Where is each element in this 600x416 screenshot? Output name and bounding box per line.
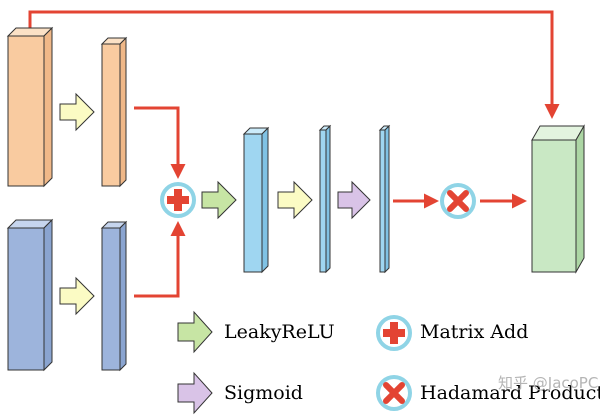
orange-to-add-arrow <box>134 106 186 179</box>
yellow-arrow-icon <box>59 92 95 132</box>
legend: LeakyReLU Sigmoid Matrix Add Hadamard Pr… <box>177 310 600 415</box>
cyan-feature-block <box>242 126 270 274</box>
watermark: 知乎 @JacoPC <box>498 374 598 392</box>
x-circle-icon <box>376 375 412 411</box>
blue-input-block <box>6 218 54 372</box>
yellow-arrow-icon <box>277 180 313 220</box>
leaky-relu-legend-icon <box>177 310 213 354</box>
blue-reduced-block <box>100 220 128 372</box>
hadamard-operator <box>440 183 476 219</box>
sigmoid-arrow-icon <box>337 180 371 220</box>
legend-leaky-relu-label: LeakyReLU <box>224 321 335 343</box>
orange-reduced-block <box>100 36 128 188</box>
orange-input-block <box>6 26 54 188</box>
leaky-relu-arrow-icon <box>201 180 237 220</box>
plus-circle-icon <box>376 315 412 351</box>
yellow-arrow-icon <box>59 276 95 316</box>
legend-hadamard-label: Hadamard Product <box>420 382 600 404</box>
legend-sigmoid-label: Sigmoid <box>224 382 303 404</box>
skip-connection-arrow <box>28 10 560 119</box>
thin-cyan-block-2 <box>378 124 391 274</box>
matrix-add-operator <box>160 182 196 218</box>
sigmoid-legend-icon <box>177 371 213 415</box>
green-output-block <box>531 124 585 274</box>
blue-to-add-arrow <box>134 221 186 298</box>
legend-matrix-add-label: Matrix Add <box>420 321 528 343</box>
thin-cyan-block-1 <box>318 124 332 274</box>
